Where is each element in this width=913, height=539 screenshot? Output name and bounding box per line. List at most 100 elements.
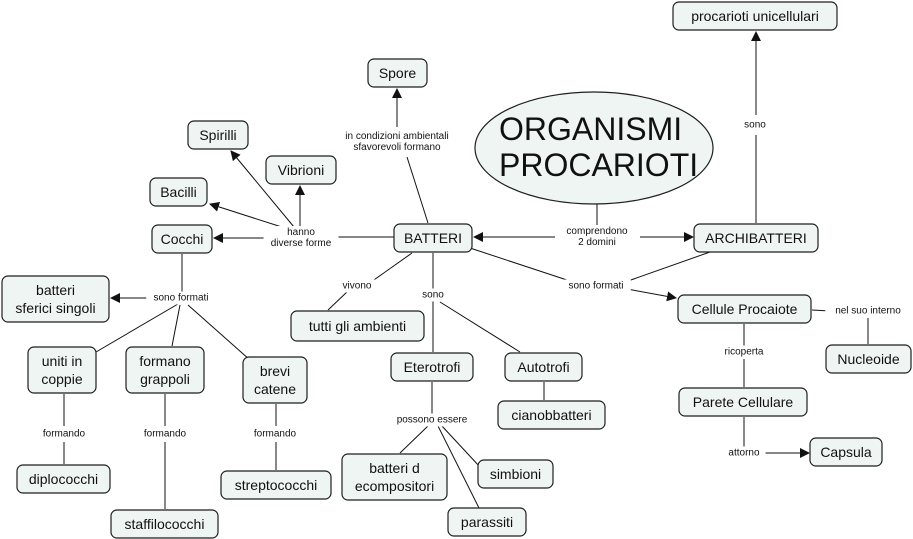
concept-label: Parete Cellulare [693,394,794,410]
connector-line [439,301,521,353]
concept-staffilococchi[interactable]: staffilococchi [110,509,219,539]
concept-simbioni[interactable]: simbioni [477,459,554,489]
link-label-text: in condizioni ambientali [345,131,448,142]
link-label-text: sfavorevoli formano [353,142,441,153]
concept-spirilli[interactable]: Spirilli [187,120,249,150]
concept-label: Spirilli [199,127,236,143]
concept-label: catene [254,381,296,397]
connector-line [230,150,295,228]
concept-label: formano [139,353,191,369]
concept-label: Capsula [820,444,872,460]
link-label-attorno: attorno [722,446,766,460]
concept-cocchi[interactable]: Cocchi [151,224,213,254]
concept-label: brevi [260,363,290,379]
connector-line [209,201,289,230]
connector-line [627,251,711,282]
link-label-text: attorno [728,448,760,459]
concept-streptococchi[interactable]: streptococchi [220,470,332,500]
connector-line [626,288,677,302]
concept-autotrofi[interactable]: Autotrofi [504,352,583,382]
concept-label: simbioni [490,466,541,482]
link-label-sono-formati-batteri: sono formati [561,279,631,293]
link-label-text: ricoperta [725,347,764,358]
link-label-nel-suo-interno: nel suo interno [825,304,911,318]
connector-line [171,304,181,347]
link-label-text: diverse forme [271,238,332,249]
concept-label: tutti gli ambienti [309,318,406,334]
connector-line [469,247,571,282]
concept-label: ORGANISMI [499,111,682,147]
link-label-text: hanno [287,227,315,238]
concept-label: diplococchi [29,471,98,487]
concept-label: Vibrioni [278,162,324,178]
link-label-ricoperta: ricoperta [717,345,771,359]
connector-line [187,304,251,361]
concept-label: Bacilli [160,184,197,200]
concept-spore[interactable]: Spore [367,58,428,88]
link-label-text: sono formati [568,281,623,292]
connector-line [440,424,481,468]
concept-parassiti[interactable]: parassiti [447,507,527,537]
concept-parete-cellulare[interactable]: Parete Cellulare [678,387,808,417]
link-label-sono-formati-cocchi: sono formati [146,291,216,305]
connector-line [406,156,429,224]
concept-label: PROCARIOTI [499,147,698,183]
concept-label: ecompositori [355,478,434,494]
concept-cellule-procaiote[interactable]: Cellule Procaiote [677,294,812,324]
link-label-formando-1: formando [39,427,89,441]
connection-lines [63,31,869,511]
concept-batteri-decompositori[interactable]: batteri d ecompositori [341,453,448,501]
concept-eterotrofi[interactable]: Eterotrofi [390,352,474,382]
link-label-formando-3: formando [250,427,300,441]
link-label-formando-2: formando [140,427,190,441]
concept-label: ARCHIBATTERI [705,230,807,246]
concept-batteri[interactable]: BATTERI [393,223,473,253]
concept-label: grappoli [140,371,190,387]
link-label-text: vivono [343,281,372,292]
concept-label: streptococchi [235,477,317,493]
concept-bacilli[interactable]: Bacilli [149,177,208,207]
link-label-text: formando [43,429,86,440]
concept-tutti-ambienti[interactable]: tutti gli ambienti [290,310,425,342]
link-label-text: formando [254,429,297,440]
concept-label: parassiti [461,514,513,530]
connector-line [370,252,413,283]
link-label-vivono: vivono [338,279,376,293]
concept-label: uniti in [42,353,82,369]
concept-label: Autotrofi [517,359,569,375]
concept-label: staffilococchi [125,516,205,532]
link-label-text: sono [422,290,444,301]
concept-label: cianobbatteri [511,407,591,423]
connector-line [437,425,481,511]
link-label-text: comprendono [566,226,628,237]
concept-brevi-catene[interactable]: brevi catene [242,356,308,404]
concept-cianobatteri[interactable]: cianobbatteri [497,400,606,430]
concept-nucleoide[interactable]: Nucleoide [825,344,912,374]
concept-vibrioni[interactable]: Vibrioni [265,155,337,185]
concept-label: batteri d [369,460,420,476]
concept-archibatteri[interactable]: ARCHIBATTERI [693,223,819,253]
link-label-sono-archi: sono [741,118,769,132]
concept-label: procarioti unicellulari [691,8,819,24]
concept-label: Eterotrofi [404,359,461,375]
concept-diplococchi[interactable]: diplococchi [16,464,111,494]
concept-capsula[interactable]: Capsula [809,437,883,467]
link-label-text: sono [744,120,766,131]
concept-formano-grappoli[interactable]: formano grappoli [125,346,205,394]
link-label-sono-batteri: sono [419,288,447,302]
link-label-text: formando [144,429,187,440]
concept-label: Cellule Procaiote [692,301,798,317]
concept-procarioti-unicellulari[interactable]: procarioti unicellulari [672,1,838,31]
concept-label: Nucleoide [837,351,899,367]
link-label-text: 2 domini [578,237,616,248]
link-label-possono-essere: possono essere [391,413,473,427]
